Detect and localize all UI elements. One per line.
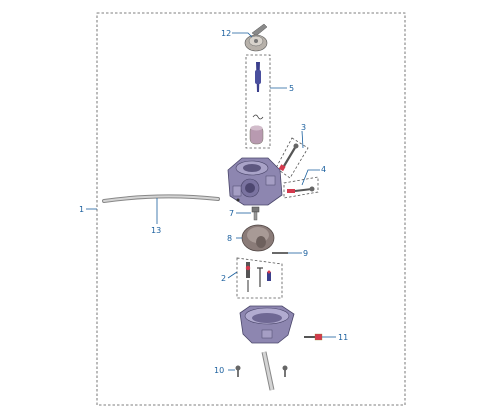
carburetor-body [227, 157, 283, 206]
callout-8: 8 [227, 234, 232, 243]
callout-3: 3 [301, 123, 306, 132]
callout-1: 1 [79, 205, 84, 214]
callout-5: 5 [289, 84, 294, 93]
callout-7: 7 [229, 209, 234, 218]
part-3-idle-screw[interactable] [278, 143, 299, 172]
assembly-frame [96, 12, 406, 406]
part-5-needle-slide[interactable] [249, 62, 264, 145]
callout-13: 13 [151, 226, 161, 235]
part-7-main-jet[interactable] [251, 206, 260, 221]
part-2-float-kit[interactable] [245, 262, 271, 292]
part-10-bowl-screws[interactable] [235, 365, 288, 378]
part-13-fuel-tube[interactable] [102, 194, 220, 203]
callout-11: 11 [338, 333, 348, 342]
drain-tube [261, 351, 275, 391]
part-3-group-frame [275, 137, 309, 179]
callout-2: 2 [221, 274, 226, 283]
part-11-drain-screw[interactable] [304, 333, 323, 341]
callout-12: 12 [221, 29, 231, 38]
callout-10: 10 [214, 366, 224, 375]
part-4-air-screw[interactable] [287, 186, 315, 194]
part-12-top-cap[interactable] [244, 23, 268, 52]
part-8-diaphragm[interactable] [241, 224, 275, 252]
float-bowl [239, 305, 295, 344]
callout-4: 4 [321, 165, 326, 174]
part-4-group-frame [283, 176, 319, 199]
callout-9: 9 [303, 249, 308, 258]
